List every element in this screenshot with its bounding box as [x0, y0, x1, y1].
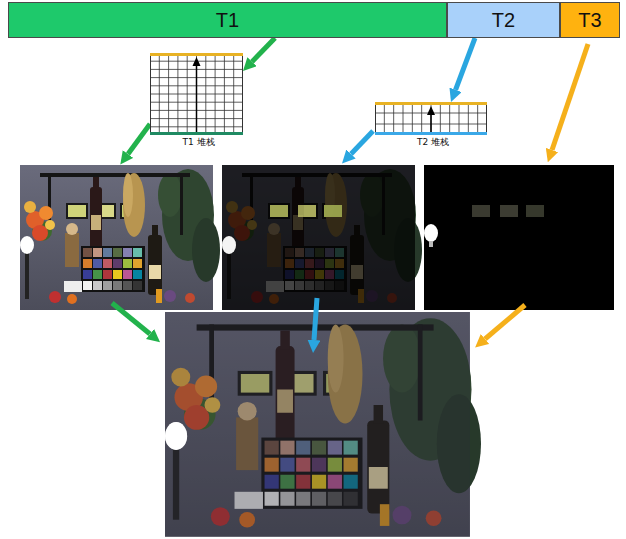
- flow-connector: [252, 38, 275, 62]
- long-exposure-image: [20, 165, 220, 310]
- flow-connector: [456, 38, 475, 90]
- time-band: T2: [447, 2, 560, 38]
- stack-node: T2 堆栈: [375, 102, 491, 148]
- band-label: T2: [492, 10, 515, 30]
- medium-exposure-image: [222, 165, 422, 310]
- band-label: T3: [578, 10, 601, 30]
- stack-grid: [150, 53, 243, 135]
- stack-grid: [375, 102, 487, 135]
- stack-label: T2 堆栈: [375, 138, 491, 148]
- short-exposure-image: [424, 165, 614, 310]
- band-label: T1: [216, 10, 239, 30]
- fused-image: [165, 312, 481, 537]
- flow-arrows: [112, 44, 588, 340]
- time-band: T1: [8, 2, 447, 38]
- time-band: T3: [560, 2, 620, 38]
- stack-label: T1 堆栈: [150, 138, 247, 148]
- stack-node: T1 堆栈: [150, 53, 247, 148]
